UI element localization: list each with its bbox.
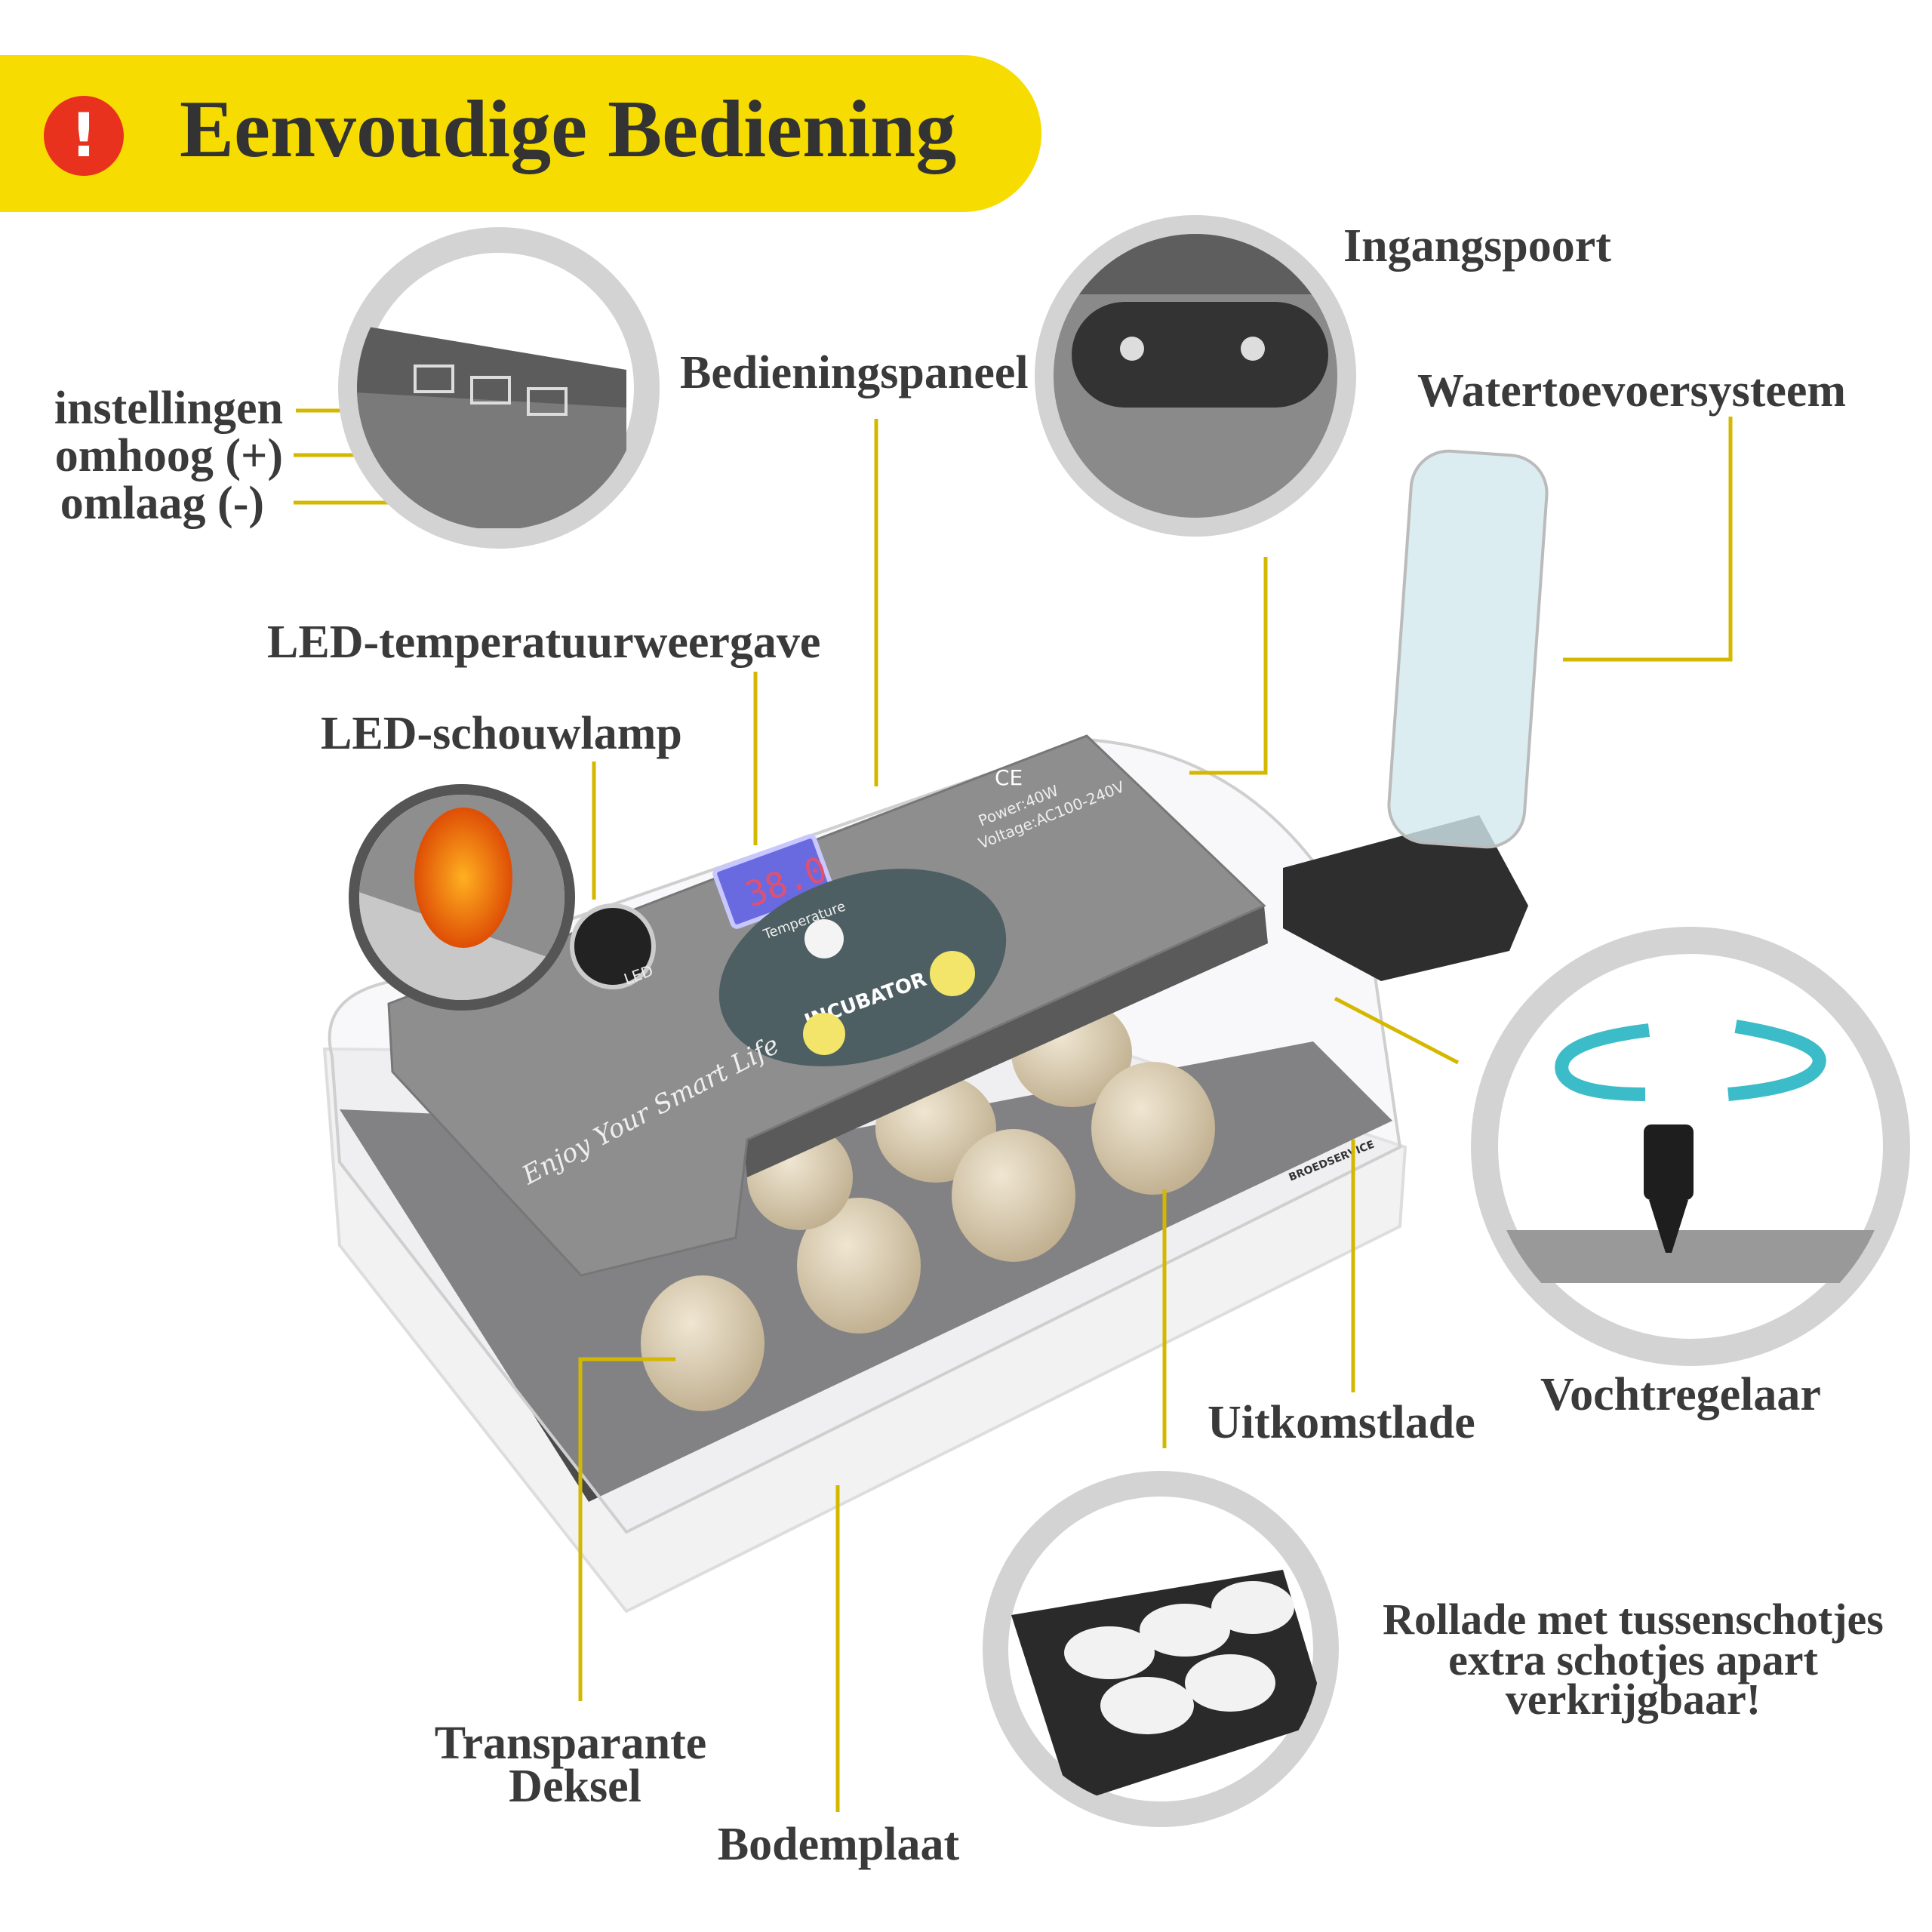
regulator-knob: [1644, 1124, 1694, 1200]
title-banner: [0, 55, 1041, 212]
label-instellingen: instellingen: [54, 383, 283, 434]
power-port-closeup: [1035, 215, 1356, 537]
exclamation-icon: !: [44, 96, 124, 176]
label-uitkomstlade: Uitkomstlade: [1208, 1397, 1475, 1448]
water-bottle: [1387, 449, 1549, 849]
label-led-temperatuurweergave: LED-temperatuurweergave: [267, 617, 821, 668]
page-title: Eenvoudige Bediening: [180, 85, 957, 174]
label-transparante: Transparante: [434, 1718, 707, 1769]
label-vochtregelaar: Vochtregelaar: [1540, 1369, 1821, 1420]
label-rollade-1: Rollade met tussenschotjes: [1383, 1595, 1884, 1644]
control-buttons-closeup: [338, 227, 660, 549]
incubator-logo-circle: [718, 869, 1007, 1066]
chick-icon: [803, 1013, 845, 1055]
label-ingangspoort: Ingangspoort: [1343, 220, 1611, 272]
eggs: [641, 998, 1215, 1411]
led-button[interactable]: [570, 903, 656, 989]
label-bedieningspaneel: Bedieningspaneel: [680, 347, 1029, 398]
rotate-arrow-icon: [1555, 1023, 1651, 1101]
label-omhoog: omhoog (+): [54, 430, 283, 481]
label-rollade-3: verkrijgbaar!: [1505, 1675, 1761, 1724]
water-base: [1283, 815, 1528, 981]
label-omlaag: omlaag (-): [60, 478, 264, 529]
label-rollade-2: extra schotjes apart: [1448, 1635, 1818, 1684]
egg-tray-closeup: [983, 1471, 1339, 1827]
label-led-schouwlamp: LED-schouwlamp: [321, 708, 682, 759]
control-panel-front: [743, 906, 1268, 1177]
chick-icon: [930, 951, 975, 996]
label-watertoevoersysteem: Watertoevoersysteem: [1417, 365, 1847, 417]
label-deksel: Deksel: [509, 1761, 641, 1812]
settings-button-icon: [414, 365, 454, 393]
humidity-regulator-closeup: [1471, 927, 1910, 1366]
label-bodemplaat: Bodemplaat: [717, 1819, 960, 1870]
egg-icon: [804, 919, 844, 958]
candling-lamp-closeup: [349, 784, 575, 1011]
candled-egg: [414, 808, 512, 948]
ce-mark: CE: [995, 765, 1023, 790]
down-button-icon: [527, 387, 568, 416]
rotate-arrow-icon: [1727, 1020, 1826, 1101]
up-button-icon: [470, 376, 511, 405]
